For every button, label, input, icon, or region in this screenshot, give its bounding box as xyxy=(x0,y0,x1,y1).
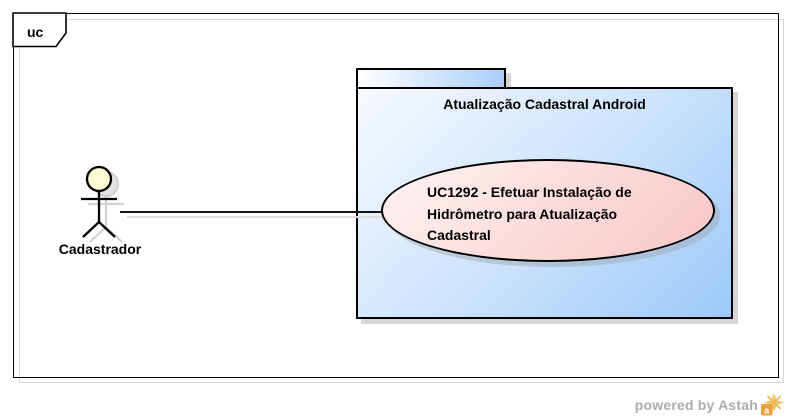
usecase-name-line: Hidrômetro para Atualização xyxy=(427,205,618,222)
actor-name: Cadastrador xyxy=(58,241,142,257)
astah-logo-icon: a xyxy=(761,393,784,416)
association-line xyxy=(120,211,382,213)
usecase-name: UC1292 - Efetuar Instalação de Hidrômetr… xyxy=(427,182,677,247)
svg-text:a: a xyxy=(764,405,770,416)
usecase-ellipse xyxy=(381,159,715,262)
frame-tab xyxy=(12,12,67,48)
package-tab xyxy=(356,68,506,89)
association-line-shadow xyxy=(127,216,388,218)
diagram-frame xyxy=(13,13,779,378)
watermark: powered by Astah a xyxy=(635,393,784,416)
frame-shadow xyxy=(19,19,784,383)
actor-head xyxy=(85,165,113,193)
frame-kind-label: uc xyxy=(27,24,44,40)
usecase-name-line: Cadastral xyxy=(427,227,491,243)
usecase-name-line: UC1292 - Efetuar Instalação de xyxy=(427,184,632,200)
actor-figure xyxy=(81,165,124,243)
watermark-text: powered by Astah xyxy=(634,396,758,413)
package-name: Atualização Cadastral Android xyxy=(443,96,646,112)
